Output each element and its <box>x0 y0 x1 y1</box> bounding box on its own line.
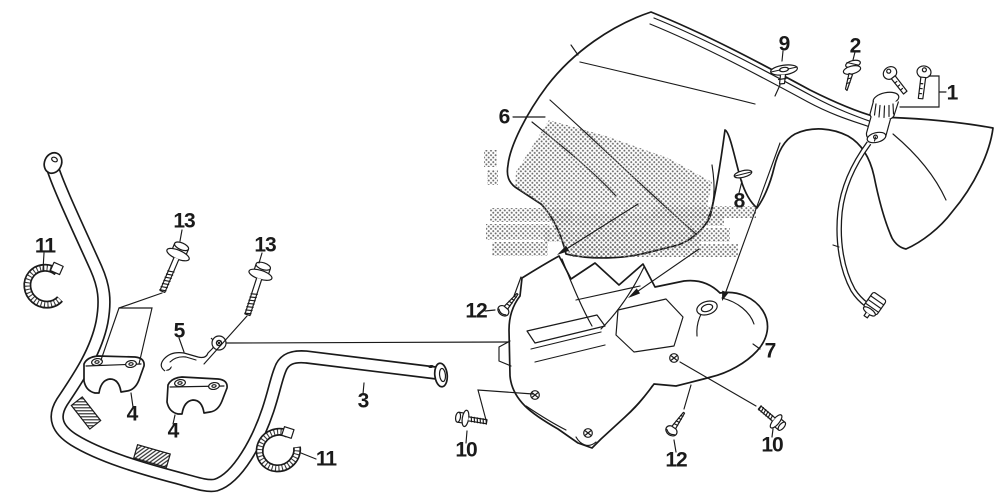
washer-grommet <box>733 169 752 180</box>
handle-band <box>27 262 63 304</box>
knurl-band <box>71 397 100 429</box>
wing-screw <box>770 63 798 84</box>
leader-lines-right <box>466 51 946 452</box>
callout-9[interactable]: 9 <box>778 32 791 56</box>
callout-11[interactable]: 11 <box>34 234 56 258</box>
callout-6[interactable]: 6 <box>498 105 511 129</box>
callout-7[interactable]: 7 <box>764 339 777 363</box>
key <box>912 65 932 100</box>
callout-10[interactable]: 10 <box>455 438 477 462</box>
ignition-switch-assembly <box>833 64 932 321</box>
callout-5[interactable]: 5 <box>173 319 186 343</box>
callout-1[interactable]: 1 <box>946 81 959 105</box>
callout-13[interactable]: 13 <box>254 233 276 257</box>
callout-4[interactable]: 4 <box>126 402 139 426</box>
pipe-hole <box>428 364 434 369</box>
pan-screw <box>496 290 522 318</box>
grip-end <box>41 150 65 176</box>
fastener-nut <box>843 59 862 91</box>
flange-bolt-small <box>754 401 789 434</box>
flange-bolt <box>151 238 194 296</box>
leader-lines-left <box>43 230 508 459</box>
clamp-bracket <box>161 336 226 371</box>
callout-10[interactable]: 10 <box>761 433 783 457</box>
knurl-band <box>134 445 170 468</box>
handlebar-pipe <box>41 150 448 485</box>
switch-cable <box>833 143 869 305</box>
lower-handle-cover <box>499 256 768 448</box>
flange-bolt-small <box>454 409 488 430</box>
pan-screw <box>664 409 689 438</box>
key <box>881 64 910 97</box>
callout-4[interactable]: 4 <box>167 419 180 443</box>
callout-2[interactable]: 2 <box>849 34 862 58</box>
handlebar-holder-lower-left <box>84 356 144 393</box>
callout-12[interactable]: 12 <box>465 299 487 323</box>
cable-connector <box>859 292 886 322</box>
ignition-switch-body <box>866 90 900 144</box>
callout-8[interactable]: 8 <box>733 189 746 213</box>
callout-11[interactable]: 11 <box>315 447 337 471</box>
callout-3[interactable]: 3 <box>357 389 370 413</box>
halftone-shading <box>484 120 756 258</box>
assembly-arrows <box>557 143 780 301</box>
callout-13[interactable]: 13 <box>173 209 195 233</box>
callout-12[interactable]: 12 <box>665 448 687 472</box>
flange-bolt <box>236 259 276 318</box>
handle-band <box>260 427 298 469</box>
handlebar-holder-lower-right <box>167 377 227 414</box>
